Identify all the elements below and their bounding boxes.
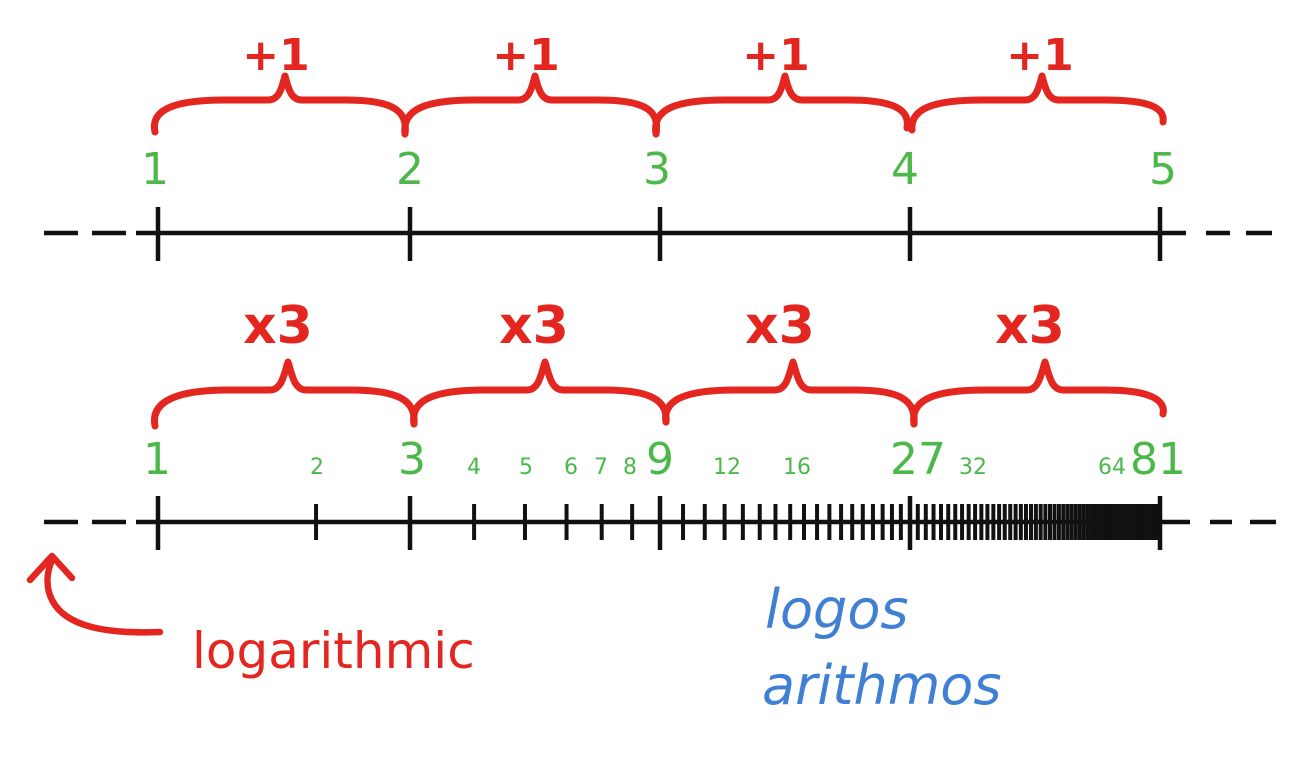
linear-label-4: 4 — [891, 144, 919, 195]
log-brace-1 — [151, 358, 418, 430]
log-minor-label-32: 32 — [959, 455, 987, 480]
linear-number-line: 1 2 3 4 5 +1 +1 +1 +1 — [44, 30, 1272, 261]
linear-label-3: 3 — [643, 144, 671, 195]
linear-brace-1 — [150, 72, 409, 138]
log-minor-label-16: 16 — [783, 455, 811, 480]
log-label-9: 9 — [646, 434, 674, 485]
log-label-3: 3 — [398, 434, 426, 485]
log-label-1: 1 — [143, 434, 171, 485]
log-step-label-3: x3 — [745, 296, 815, 356]
log-label-81: 81 — [1130, 434, 1186, 485]
log-minor-label-6: 6 — [564, 455, 578, 480]
log-minor-label-12: 12 — [713, 455, 741, 480]
log-brace-2 — [410, 358, 670, 428]
linear-step-label-3: +1 — [742, 30, 809, 81]
linear-label-5: 5 — [1149, 144, 1177, 195]
log-minor-label-64: 64 — [1098, 455, 1126, 480]
linear-brace-4 — [908, 72, 1167, 134]
logarithmic-word: logarithmic — [192, 622, 475, 680]
linear-step-label-4: +1 — [1006, 30, 1073, 81]
log-minor-label-8: 8 — [623, 455, 637, 480]
log-number-line: 1 3 9 27 81 2 4 5 6 7 8 12 16 32 64 x3 x… — [44, 296, 1276, 550]
linear-label-1: 1 — [141, 144, 169, 195]
linear-step-label-2: +1 — [492, 30, 559, 81]
linear-brace-3 — [652, 72, 911, 138]
log-step-label-4: x3 — [995, 296, 1065, 356]
log-brace-4 — [910, 358, 1167, 428]
log-minor-label-4: 4 — [467, 455, 481, 480]
origin-word-logos: logos — [765, 578, 909, 641]
log-minor-label-5: 5 — [519, 455, 533, 480]
log-minor-label-7: 7 — [594, 455, 608, 480]
log-step-label-1: x3 — [243, 296, 313, 356]
log-minor-ticks — [314, 504, 1160, 540]
log-label-27: 27 — [890, 434, 946, 485]
log-minor-label-2: 2 — [310, 455, 324, 480]
log-brace-3 — [662, 358, 918, 428]
annotations: logarithmic logos arithmos — [26, 552, 1001, 717]
linear-brace-2 — [401, 72, 661, 138]
origin-word-arithmos: arithmos — [762, 654, 1001, 717]
linear-step-label-1: +1 — [242, 30, 309, 81]
curved-arrow-icon — [44, 556, 164, 636]
log-step-label-2: x3 — [499, 296, 569, 356]
arrowhead-icon — [26, 552, 76, 584]
linear-label-2: 2 — [396, 144, 424, 195]
